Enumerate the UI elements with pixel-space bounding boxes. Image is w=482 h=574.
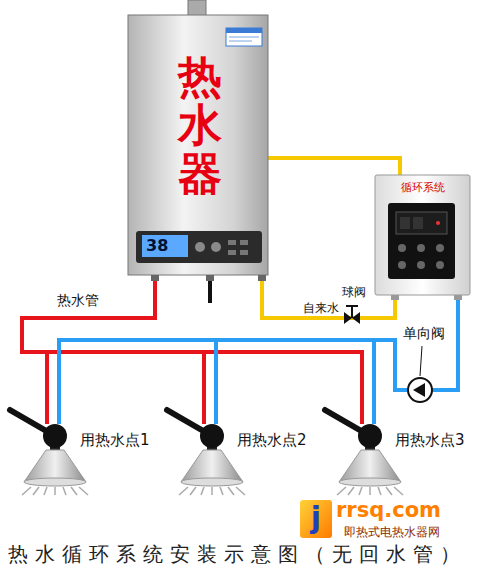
circulation-unit	[375, 175, 470, 300]
node-text: 用热水点3	[395, 431, 465, 449]
hot-water-point: 用热水点1	[20, 424, 90, 486]
circulation-unit: 循环系统	[375, 175, 470, 295]
logo-square	[300, 500, 332, 538]
node-text: 用热水点2	[237, 431, 307, 449]
part-name: 球阀	[342, 284, 366, 301]
hot-water-point: 用热水点3	[335, 424, 405, 486]
shower-head	[167, 410, 245, 495]
shower-head	[325, 410, 403, 495]
water-pipe	[216, 295, 458, 424]
water-pipe	[22, 275, 204, 424]
water-pipe	[22, 275, 155, 424]
watermark-logo: j	[300, 500, 332, 536]
hot-water-point: 用热水点2	[177, 424, 247, 486]
heater-body	[128, 0, 268, 303]
pipe-label: 自来水	[303, 300, 339, 317]
water-pipe	[22, 275, 362, 424]
caption: 热水循环系统安装示意图（无回水管）	[8, 543, 467, 566]
watermark: rrsq.com	[336, 498, 441, 522]
pipe-label: 热水管	[57, 292, 99, 310]
node-text: 用热水点1	[80, 431, 150, 449]
part-name: 单向阀	[403, 325, 445, 343]
node-text: 循环系统	[375, 181, 470, 194]
water-pipe	[59, 295, 458, 424]
watermark: 即热式电热水器网	[344, 524, 440, 541]
water-pipe	[268, 158, 400, 175]
ball-valve	[344, 306, 360, 324]
shower-head	[10, 410, 88, 495]
check-valve	[408, 346, 432, 402]
display-reading: 38	[146, 236, 168, 255]
node-text: 热水器	[178, 53, 222, 198]
water-pipe	[374, 295, 458, 424]
